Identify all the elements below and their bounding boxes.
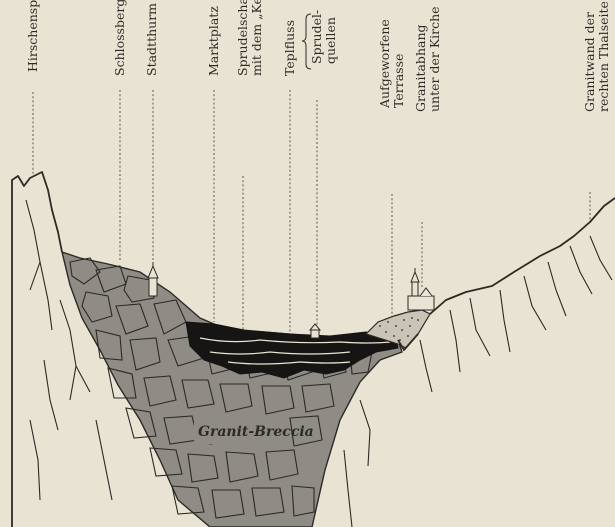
label-schlossberg-line-1: Schlossberg	[112, 0, 127, 76]
label-teplfluss-line-1: Teplfluss	[282, 20, 297, 76]
label-marktplatz-line-1: Marktplatz	[206, 6, 221, 76]
left-granite-wall	[12, 172, 62, 527]
label-hirschensprung-line-1: Hirschensprung	[25, 0, 40, 72]
label-granitabhang-line-1: Granitabhang	[413, 25, 428, 113]
breccia-label: Granit-Breccia	[198, 424, 314, 440]
label-sprudelschale-line-2: mit dem „Kessel“	[249, 0, 264, 76]
label-terrasse-line-1: Aufgeworfene	[377, 19, 392, 109]
label-marktplatz: Marktplatz	[206, 6, 221, 76]
label-sprudelschale: Sprudelschale mit dem „Kessel“	[235, 0, 264, 76]
stadtthurm-tower	[148, 262, 158, 296]
label-granitabhang-line-2: unter der Kirche	[427, 6, 442, 112]
label-hirschensprung: Hirschensprung	[25, 0, 40, 72]
label-granitwand-line-1: Granitwand der	[582, 12, 597, 112]
breccia-fill	[62, 252, 402, 527]
label-granitabhang: Granitabhang unter der Kirche	[413, 6, 442, 112]
label-granitwand-line-2: rechten Thalseite	[596, 1, 611, 112]
right-granite-wall	[430, 198, 615, 314]
label-schlossberg: Schlossberg	[112, 0, 127, 76]
label-stadtthurm: Stadtthurm	[144, 3, 159, 76]
label-sprudelquellen: Sprudel- quellen	[309, 10, 338, 64]
label-granitwand: Granitwand der rechten Thalseite	[582, 1, 611, 112]
label-terrasse-line-2: Terrasse	[391, 54, 406, 108]
label-sprudelquellen-line-2: quellen	[323, 17, 338, 64]
label-terrasse: Aufgeworfene Terrasse	[377, 19, 406, 109]
label-sprudelquellen-line-1: Sprudel-	[309, 10, 324, 64]
label-sprudelschale-line-1: Sprudelschale	[235, 0, 250, 76]
church	[408, 268, 434, 310]
label-teplfluss: Teplfluss	[282, 20, 297, 76]
valley-section: Granit-Breccia	[12, 172, 615, 527]
label-stadtthurm-line-1: Stadtthurm	[144, 3, 159, 76]
sprudel-spring-marker	[310, 324, 320, 338]
